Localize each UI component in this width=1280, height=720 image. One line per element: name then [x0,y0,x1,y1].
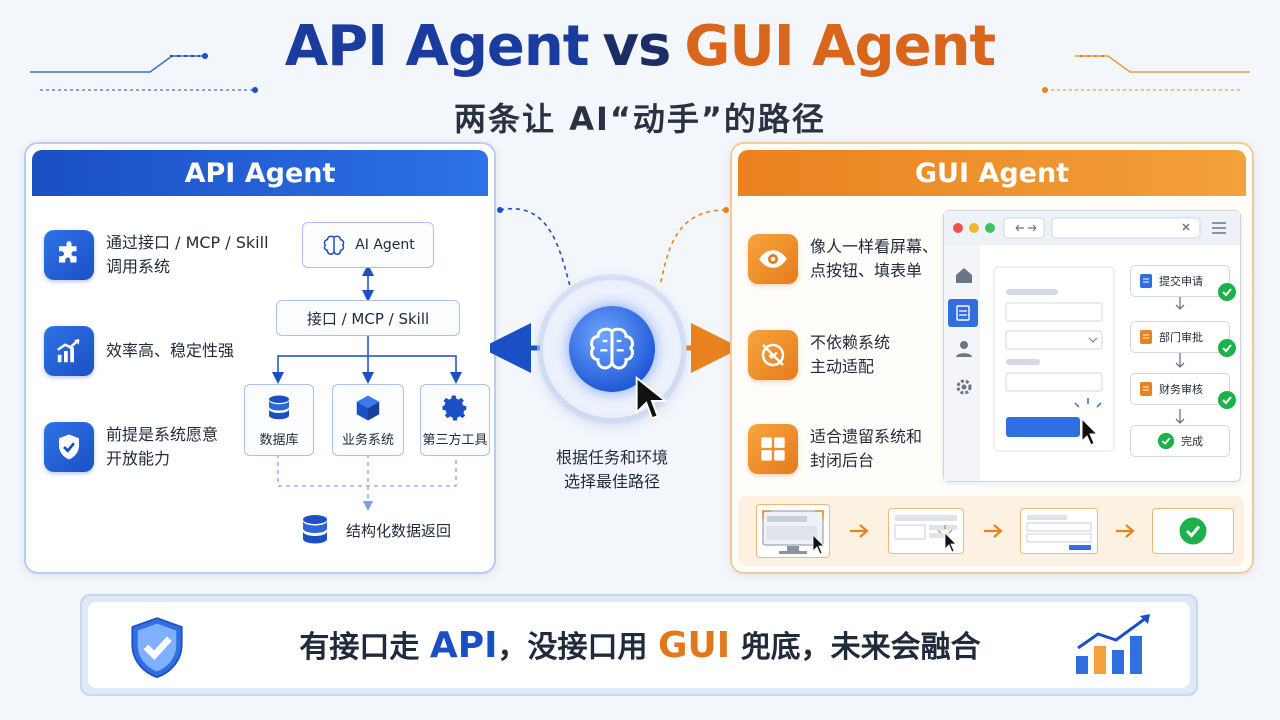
no-link-icon [748,330,798,380]
browser-mockup: 提交申请 部门审批 财务审核 完成 [943,210,1241,482]
flow-step-dept: 部门审批 [1130,321,1236,357]
gui-feature-3: 适合遗留系统和封闭后台 [748,424,922,474]
summary-gui: GUI [657,625,731,666]
step-screen [756,504,830,558]
browser-chrome [944,211,1240,481]
api-feature-1-line-2: 调用系统 [106,257,171,276]
center-caption-line-2: 选择最佳路径 [563,472,660,491]
brain-icon [590,327,634,370]
check-circle-icon [1218,339,1236,357]
database-node: 数据库 [244,384,314,456]
ai-agent-label: AI Agent [355,237,415,253]
ai-agent-node: AI Agent [302,222,434,268]
document-icon [1140,382,1152,396]
step-arrows [850,524,1135,538]
click-form-icon [894,515,957,553]
result-row: 结构化数据返回 [296,512,451,548]
center-connectors [490,207,740,373]
summary-middle: ，没接口用 [497,630,658,665]
summary-prefix: 有接口走 [299,630,430,665]
summary-text: 有接口走 API，没接口用 GUI 兜底，未来会融合 [200,620,1080,674]
flow-step-finance: 财务审核 [1130,373,1236,409]
api-feature-2: 效率高、稳定性强 [44,326,234,376]
third-party-tool-node: 第三方工具 [420,384,490,456]
step-click [888,508,964,554]
check-circle-icon [1179,517,1207,545]
summary-suffix: 兜底，未来会融合 [730,630,981,665]
step-form [1020,508,1098,554]
api-feature-3: 前提是系统愿意开放能力 [44,422,218,472]
check-circle-icon [1218,391,1236,409]
business-system-node: 业务系统 [332,384,404,456]
summary-banner-inner [88,602,1190,688]
database-label: 数据库 [259,432,299,448]
flow-arrows [1175,297,1185,424]
gui-feature-1: 像人一样看屏幕、点按钮、填表单 [748,234,938,284]
puzzle-icon [44,230,94,280]
document-icon [1140,330,1152,344]
gear-icon [442,395,467,420]
api-feature-3-line-1: 前提是系统愿意 [106,425,219,444]
decor-lines [30,53,1250,93]
api-feature-1-line-1: 通过接口 / MCP / Skill [106,233,269,252]
api-feature-2-line-1: 效率高、稳定性强 [106,341,235,360]
title-gui: GUI Agent [684,14,996,79]
center-brain-badge [569,306,655,392]
third-party-tool-label: 第三方工具 [422,432,488,448]
form-icon [1026,515,1092,550]
cursor-icon [635,376,669,420]
summary-api: API [429,625,498,666]
gui-feature-2: 不依赖系统主动适配 [748,330,890,380]
shield-check-icon [131,617,183,679]
monitor-icon [762,510,825,555]
eye-icon [748,234,798,284]
check-circle-icon [1157,432,1175,450]
title-api: API Agent [284,14,590,79]
title-vs: vs [602,14,672,79]
api-diagram-connectors [272,264,462,512]
cube-icon [356,395,380,420]
step-done [1152,508,1234,554]
api-feature-3-line-2: 开放能力 [106,449,171,468]
gui-feature-2-line-1: 不依赖系统 [810,333,891,352]
flow-step-finance-label: 财务审核 [1159,383,1203,396]
flow-step-done: 完成 [1130,425,1230,457]
database-stack-icon [303,515,327,544]
gui-steps-strip [738,496,1244,566]
flow-step-submit: 提交申请 [1130,265,1236,301]
api-feature-1: 通过接口 / MCP / Skill 调用系统 [44,230,269,280]
center-caption: 根据任务和环境 选择最佳路径 [520,446,704,494]
check-circle-icon [1218,283,1236,301]
gui-feature-3-line-2: 封闭后台 [810,451,875,470]
result-label: 结构化数据返回 [346,521,452,540]
database-icon [269,395,289,419]
brain-icon [323,235,345,255]
interface-node: 接口 / MCP / Skill [276,300,460,336]
gui-feature-2-line-2: 主动适配 [810,357,875,376]
chart-up-icon [44,326,94,376]
gui-panel-header: GUI Agent [738,150,1246,196]
api-panel-header: API Agent [32,150,488,196]
shield-check-icon [44,422,94,472]
flow-step-submit-label: 提交申请 [1159,275,1203,288]
flow-step-dept-label: 部门审批 [1159,331,1203,344]
gui-feature-3-line-1: 适合遗留系统和 [810,427,923,446]
flow-step-done-label: 完成 [1181,435,1203,448]
document-icon [1140,274,1152,288]
center-caption-line-1: 根据任务和环境 [555,448,668,467]
gui-feature-1-line-2: 点按钮、填表单 [810,261,923,280]
page-subtitle: 两条让 AI“动手”的路径 [454,100,826,138]
business-system-label: 业务系统 [341,432,394,448]
grid-icon [748,424,798,474]
growth-chart-icon [1076,614,1150,674]
api-agent-panel: API Agent 通过接口 / MCP / Skill 调用系统 效率高、稳定性… [24,142,496,574]
gui-feature-1-line-1: 像人一样看屏幕、 [810,237,939,256]
